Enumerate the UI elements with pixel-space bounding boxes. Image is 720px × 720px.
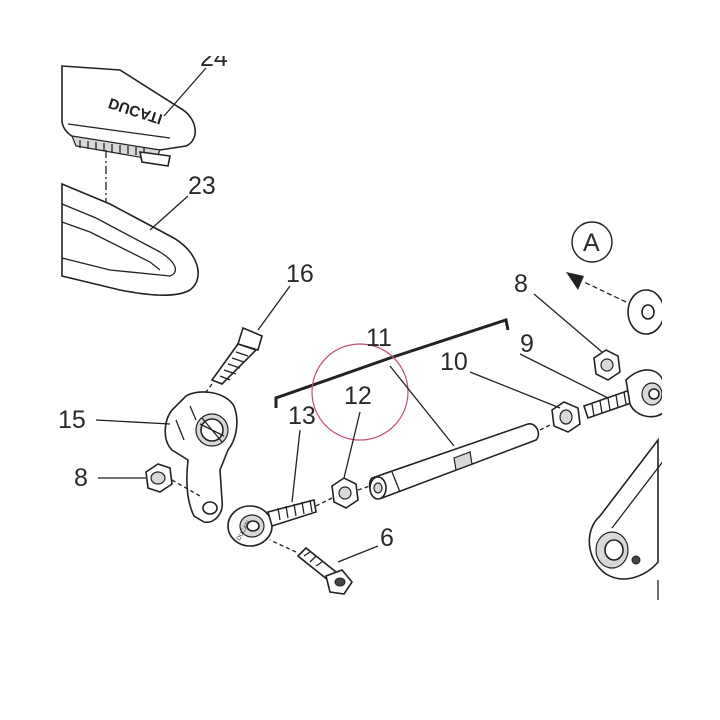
part-10-nut [551, 401, 581, 433]
arrow-head [566, 272, 584, 290]
part-11-linkage-rod [368, 423, 540, 500]
callout-10: 10 [440, 348, 468, 376]
top-crop-mask [0, 0, 720, 56]
callout-23: 23 [188, 172, 216, 200]
bracket-11 [274, 318, 510, 408]
callout-A: A [583, 229, 600, 257]
part-24-footpeg-rubber: DUCATI [61, 65, 196, 167]
part-15-lever-bracket [164, 391, 238, 524]
part-8-nut-left [145, 463, 173, 493]
washer-top-right [627, 289, 665, 335]
callout-12: 12 [344, 382, 372, 410]
callout-8-right: 8 [514, 270, 528, 298]
part-9-rod-end-right [582, 369, 665, 420]
part-8-nut-right [593, 349, 621, 381]
left-crop-mask [0, 0, 58, 720]
highlight-circle [311, 343, 409, 441]
reference-circle-A: A [571, 221, 613, 263]
lower-right-shift-lever [588, 437, 665, 600]
callout-6: 6 [380, 524, 394, 552]
part-16-bolt [210, 326, 263, 385]
callout-11: 11 [366, 324, 392, 352]
callout-13: 13 [288, 402, 316, 430]
part-23-footpeg-body [61, 182, 199, 297]
leader-lines [95, 67, 609, 563]
part-12-nut [331, 477, 359, 509]
callout-8-left: 8 [74, 464, 88, 492]
part-13-rod-end-left: DUCATI [227, 499, 317, 547]
part-6-bolt [296, 546, 353, 595]
right-crop-mask [662, 0, 720, 720]
callout-9: 9 [520, 330, 534, 358]
callout-15: 15 [58, 406, 86, 434]
callout-16: 16 [286, 260, 314, 288]
